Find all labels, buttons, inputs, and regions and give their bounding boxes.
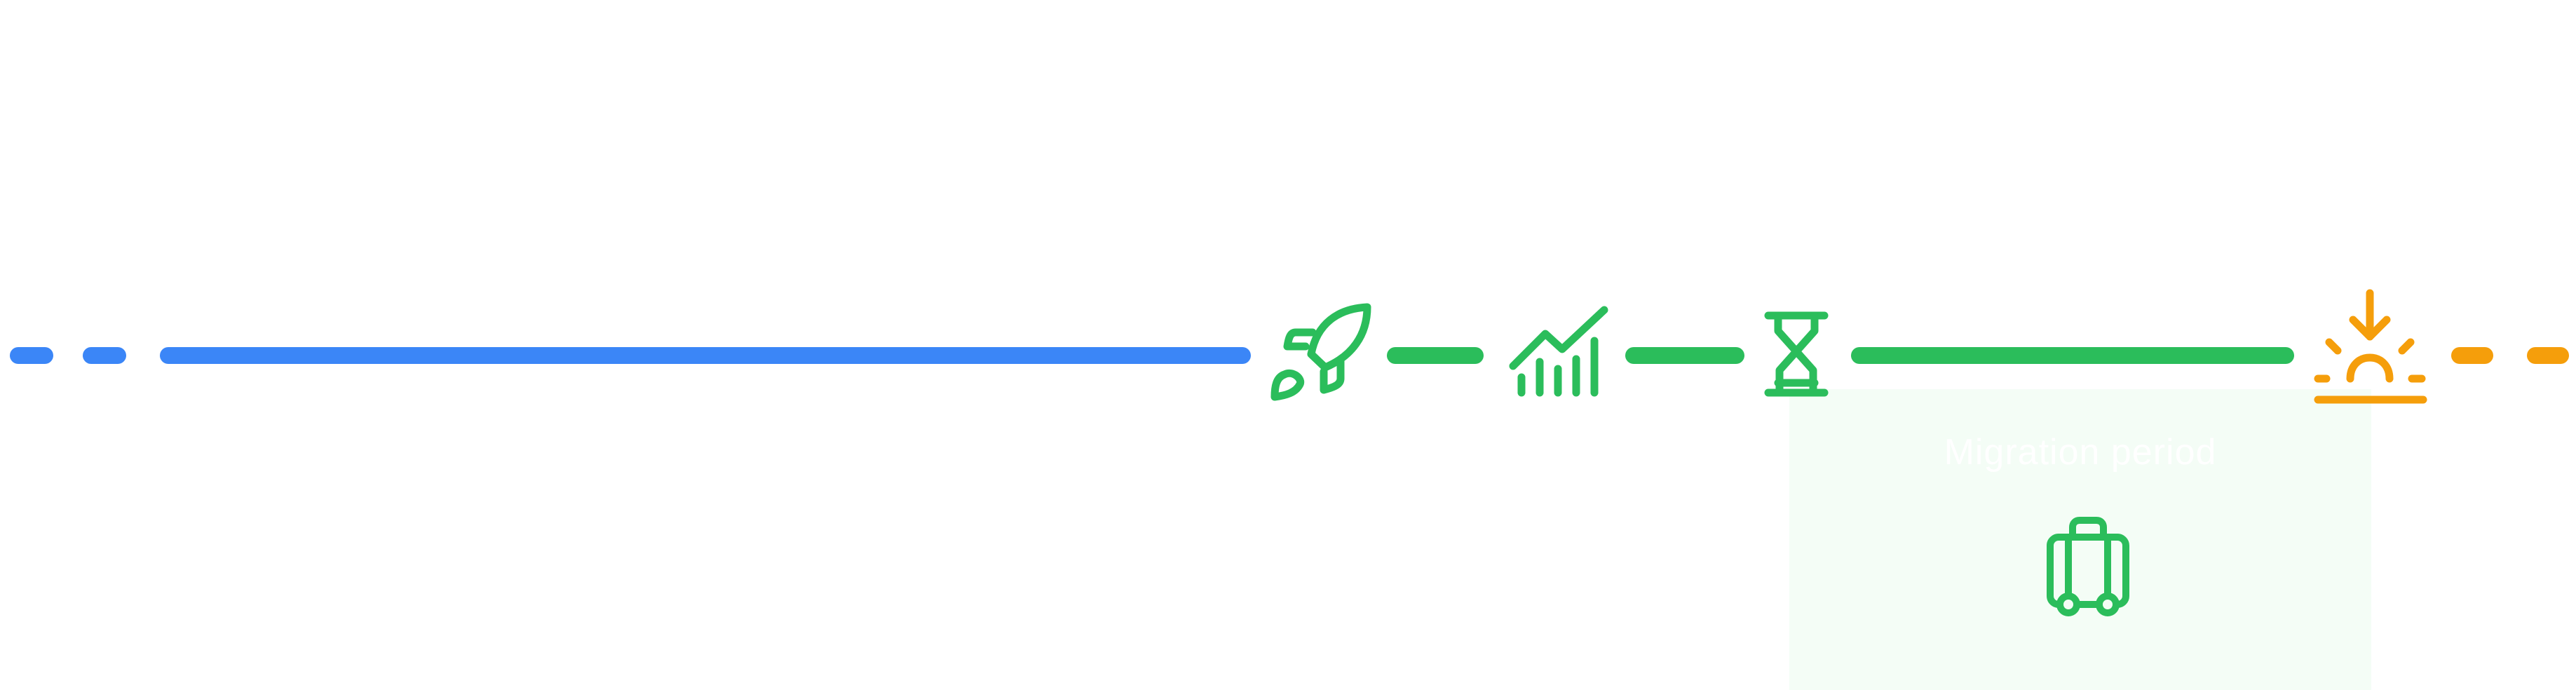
detail-panel: Migration period (1789, 389, 2371, 690)
sunrise-icon (2314, 289, 2427, 404)
trending-up-chart-icon (1509, 306, 1608, 397)
hourglass-icon (1764, 311, 1829, 397)
rocket-icon (1270, 303, 1371, 401)
panel-caption: Migration period (1944, 432, 2217, 473)
luggage-icon (2047, 517, 2129, 616)
